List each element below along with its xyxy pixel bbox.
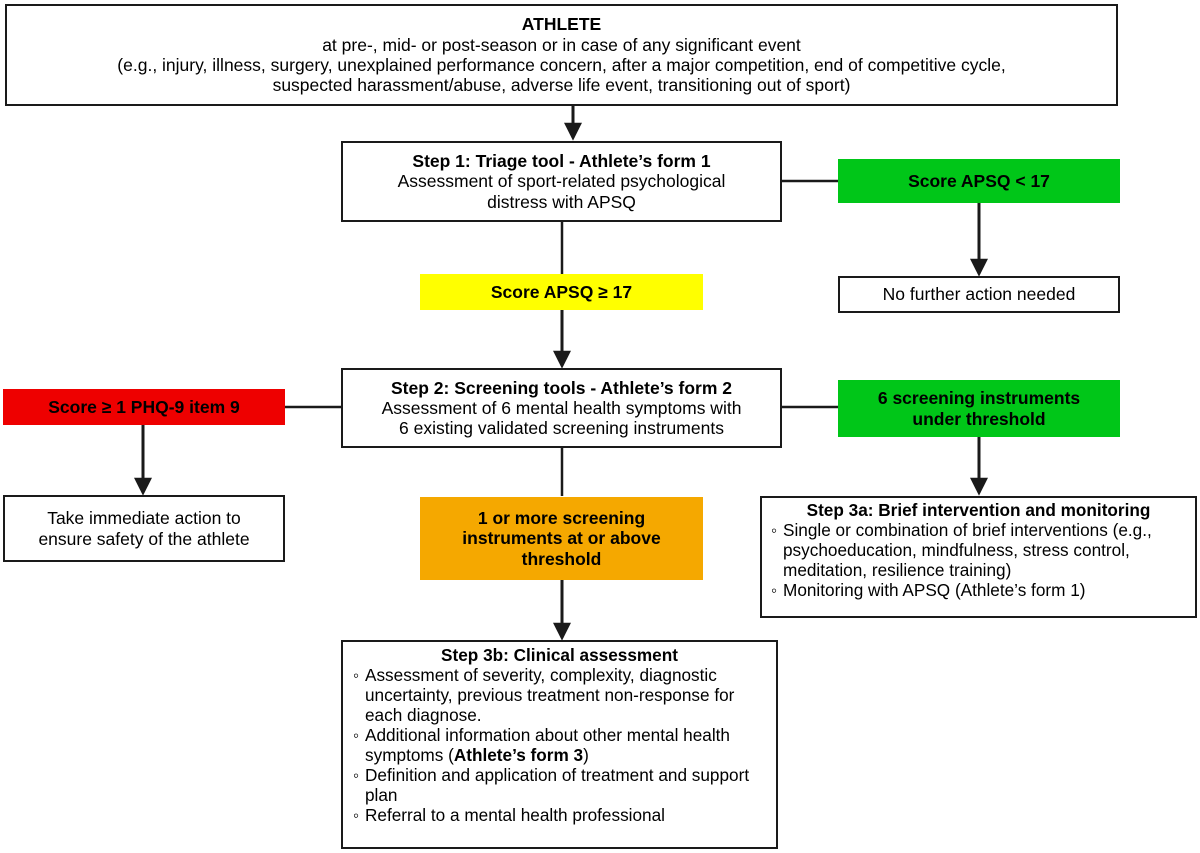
athlete-heading: ATHLETE <box>521 14 602 35</box>
instruments-under-threshold-line-1: 6 screening instruments <box>877 388 1081 409</box>
node-phq9-item9[interactable]: Score ≥ 1 PHQ-9 item 9 <box>3 389 285 425</box>
step1-heading: Step 1: Triage tool - Athlete’s form 1 <box>412 151 711 172</box>
node-step2[interactable]: Step 2: Screening tools - Athlete’s form… <box>341 368 782 448</box>
athlete-line-1: at pre-, mid- or post-season or in case … <box>322 34 801 55</box>
step3a-heading: Step 3a: Brief intervention and monitori… <box>806 500 1151 520</box>
node-instruments-above-threshold[interactable]: 1 or more screening instruments at or ab… <box>420 497 703 580</box>
step3a-bullet-1: Single or combination of brief intervent… <box>769 520 1188 581</box>
step3b-bullet-2-prefix: Additional information about other menta… <box>365 724 730 765</box>
step3b-bullet-2-bold: Athlete’s form 3 <box>453 744 584 765</box>
node-step3b[interactable]: Step 3b: Clinical assessment Assessment … <box>341 640 778 849</box>
step3b-bullet-2-suffix: ) <box>583 744 589 765</box>
step3a-bullet-list: Single or combination of brief intervent… <box>769 520 1188 601</box>
no-further-action-label: No further action needed <box>882 284 1076 305</box>
step3b-bullet-list: Assessment of severity, complexity, diag… <box>351 665 768 826</box>
step3b-bullet-4: Referral to a mental health professional <box>351 805 768 826</box>
node-step1[interactable]: Step 1: Triage tool - Athlete’s form 1 A… <box>341 141 782 222</box>
instruments-above-threshold-line-1: 1 or more screening <box>477 508 646 529</box>
step3a-bullet-2: Monitoring with APSQ (Athlete’s form 1) <box>769 580 1188 601</box>
athlete-line-2: (e.g., injury, illness, surgery, unexpla… <box>117 55 1006 75</box>
immediate-action-line-2: ensure safety of the athlete <box>38 528 250 549</box>
node-no-further-action[interactable]: No further action needed <box>838 276 1120 313</box>
step1-line-2: distress with APSQ <box>487 191 636 212</box>
phq9-item9-label: Score ≥ 1 PHQ-9 item 9 <box>48 396 240 417</box>
node-step3a[interactable]: Step 3a: Brief intervention and monitori… <box>760 496 1197 618</box>
instruments-under-threshold-line-2: under threshold <box>912 408 1046 429</box>
step2-line-1: Assessment of 6 mental health symptoms w… <box>381 397 742 418</box>
apsq-below-threshold-label: Score APSQ < 17 <box>908 170 1050 191</box>
node-apsq-below-threshold[interactable]: Score APSQ < 17 <box>838 159 1120 203</box>
athlete-line-3: suspected harassment/abuse, adverse life… <box>272 75 851 96</box>
immediate-action-line-1: Take immediate action to <box>47 508 241 529</box>
node-apsq-above-threshold[interactable]: Score APSQ ≥ 17 <box>420 274 703 310</box>
step2-heading: Step 2: Screening tools - Athlete’s form… <box>391 377 732 398</box>
node-athlete[interactable]: ATHLETE at pre-, mid- or post-season or … <box>5 4 1118 106</box>
instruments-above-threshold-line-3: threshold <box>521 548 602 569</box>
node-immediate-action[interactable]: Take immediate action to ensure safety o… <box>3 495 285 562</box>
step3b-bullet-1: Assessment of severity, complexity, diag… <box>351 665 768 726</box>
step1-line-1: Assessment of sport-related psychologica… <box>397 171 726 192</box>
node-instruments-under-threshold[interactable]: 6 screening instruments under threshold <box>838 380 1120 437</box>
step3b-heading: Step 3b: Clinical assessment <box>441 645 678 665</box>
apsq-above-threshold-label: Score APSQ ≥ 17 <box>490 281 633 302</box>
step3b-bullet-2: Additional information about other menta… <box>351 724 768 766</box>
step2-line-2: 6 existing validated screening instrumen… <box>399 418 724 439</box>
step3b-bullet-3: Definition and application of treatment … <box>351 765 768 806</box>
instruments-above-threshold-line-2: instruments at or above <box>462 528 661 549</box>
